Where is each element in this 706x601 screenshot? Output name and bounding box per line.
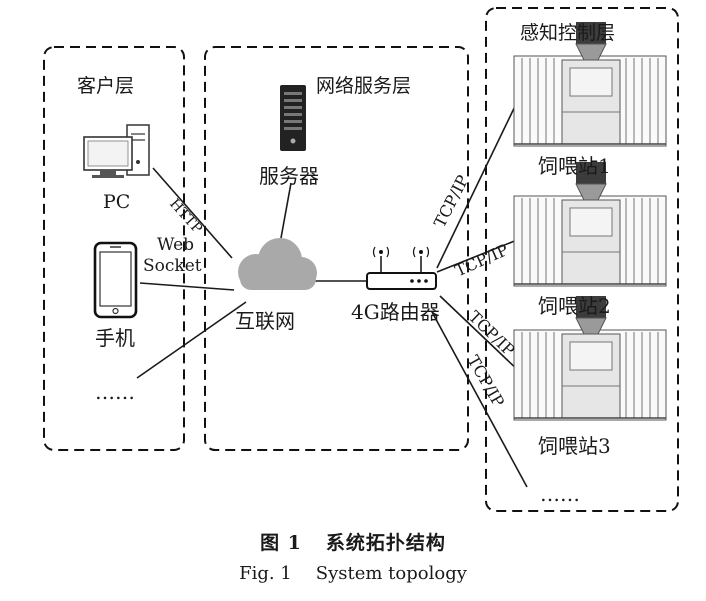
figure-title-en: System topology [315,563,467,584]
router-label: 4G路由器 [351,300,440,324]
server-label: 服务器 [259,164,319,188]
phone-label: 手机 [95,326,135,350]
phone-icon [93,241,138,319]
server-internet-link [280,182,292,239]
router-station1-link [436,99,519,269]
station-3-label: 饲喂站3 [538,434,611,458]
connection-lines [136,99,528,488]
station-1-label: 饲喂站1 [538,154,611,178]
router-more-link [431,311,528,488]
websocket-label-line2: Socket [143,256,202,276]
internet-label: 互联网 [235,309,295,333]
figure-caption-en: Fig. 1 System topology [0,563,706,584]
service-layer-title: 网络服务层 [316,75,412,97]
client-layer-title: 客户层 [77,75,135,97]
perception-layer-title: 感知控制层 [520,22,616,44]
pc-internet-link [152,167,233,259]
service-layer-box [204,46,469,451]
figure-caption-cn: 图 1 系统拓扑结构 [0,528,706,555]
feeding-station-2-image [513,161,667,287]
router-station3-link [439,295,523,375]
phone-internet-link [139,282,235,291]
cloud-icon [238,238,317,290]
perception-layer-box [485,7,679,512]
pc-label: PC [103,191,131,213]
station-2-label: 饲喂站2 [538,294,611,318]
figure-title-cn: 系统拓扑结构 [325,532,446,554]
server-icon [280,85,306,151]
router-station2-link [436,239,518,273]
figure-number-en: Fig. 1 [239,563,292,584]
client-layer-box [43,46,185,451]
more-internet-link [136,301,247,379]
router-icon [366,246,437,290]
client-more-label: …… [95,380,135,404]
pc-icon [83,124,150,178]
websocket-label-line1: Web [157,235,195,255]
station-more-label: …… [540,482,580,506]
figure-number-cn: 图 1 [260,532,302,554]
